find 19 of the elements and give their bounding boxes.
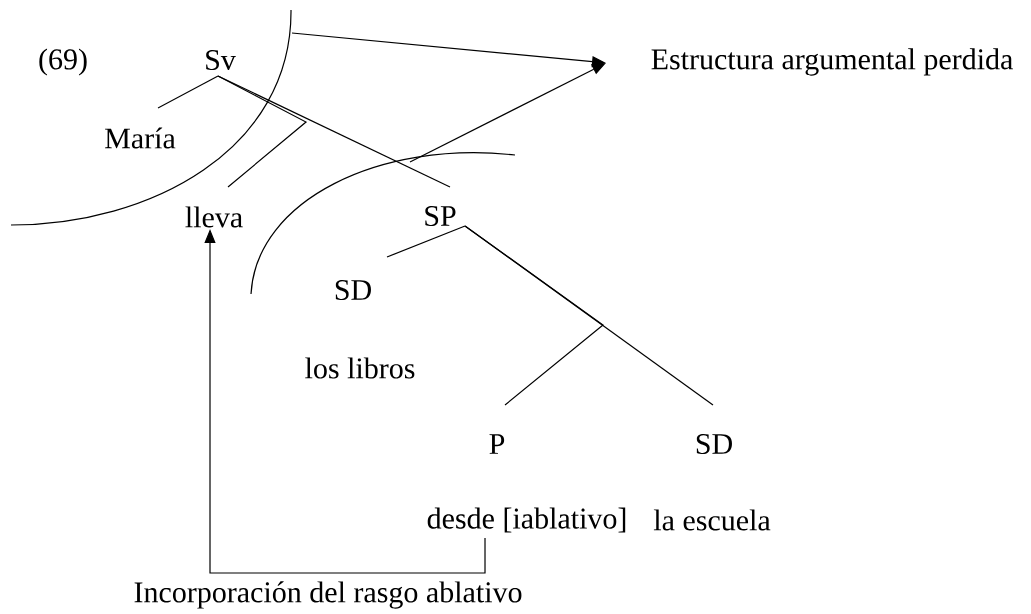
tree-label: desde [iablativo] [427, 507, 626, 533]
tree-branch [386, 225, 466, 258]
tree-label: SD [335, 279, 371, 301]
tree-label: (69) [39, 48, 87, 76]
tree-label: María [105, 127, 176, 149]
tree-label: SP [425, 205, 456, 227]
arrow [409, 63, 606, 163]
tree-label: la escuela [653, 509, 771, 531]
tree-branch [464, 225, 604, 406]
tree-label: lleva [185, 206, 243, 228]
tree-branch [217, 75, 308, 188]
edge-label: Incorporación del rasgo ablativo [132, 580, 524, 610]
tree-label: los libros [305, 357, 415, 379]
tree-label: P [489, 434, 505, 454]
tree-label: Sv [206, 49, 236, 71]
tree-label: Estructura argumental perdida [651, 48, 1013, 76]
tree-label: SD [696, 433, 732, 455]
tree-branch [217, 75, 451, 188]
tree-branch [157, 75, 219, 109]
